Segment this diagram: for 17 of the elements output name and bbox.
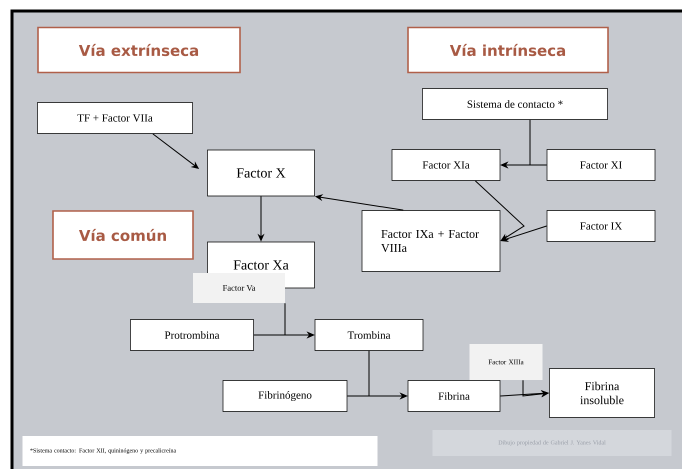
factor-box: Protrombina [130, 319, 254, 351]
factor-box: TF + Factor VIIa [37, 102, 193, 134]
heading-box: Vía intrínseca [407, 26, 609, 74]
factor-box: Sistema de contacto * [422, 88, 608, 120]
factor-box: Trombina [314, 319, 424, 351]
heading-box: Vía extrínseca [37, 26, 241, 74]
cofactor-box: Factor Va [193, 273, 285, 303]
arrow [474, 180, 525, 241]
factor-box: Fibrina [408, 380, 500, 412]
factor-box: Factor XIa [392, 149, 500, 181]
factor-box: Factor IXa + Factor VIIIa [362, 210, 500, 272]
heading-box: Vía común [52, 210, 194, 260]
factor-box: Factor X [207, 150, 315, 196]
factor-box: Factor XI [546, 149, 656, 181]
factor-box: Fibrina insoluble [549, 368, 655, 418]
factor-box: Fibrinógeno [222, 380, 348, 412]
factor-box: Factor IX [546, 210, 656, 242]
